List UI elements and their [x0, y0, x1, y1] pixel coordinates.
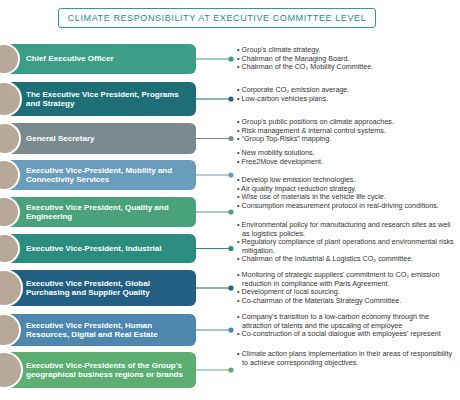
role-title: Executive Vice-Presidents of the Group's… [26, 361, 190, 380]
role-title: Chief Executive Officer [26, 54, 114, 63]
responsibility-item: • Company's transition to a low-carbon e… [237, 313, 459, 330]
role-title: Executive Vice President, Global Purchas… [26, 279, 190, 298]
responsibility-item: • Regulatory compliance of plant operati… [237, 238, 459, 255]
role-band: Executive Vice-President, Mobility and C… [0, 160, 196, 190]
leader-line [196, 98, 231, 99]
leader-dot [228, 327, 233, 332]
responsibility-item: • Monitoring of strategic suppliers' com… [237, 271, 459, 288]
responsibility-list: • Group's public positions on climate ap… [237, 118, 459, 144]
leader-line [196, 58, 231, 59]
leader-dot [228, 367, 233, 372]
responsibility-item: • Air quality impact reduction strategy. [237, 185, 459, 194]
leader-line [196, 211, 231, 212]
responsibility-item: • Chairman of the Industrial & Logistics… [237, 255, 459, 264]
leader-line [196, 329, 231, 330]
responsibility-list: • Group's climate strategy.• Chairman of… [237, 46, 459, 72]
responsibility-item: • “Group Top-Risks” mapping. [237, 135, 459, 144]
role-title: Executive Vice-President, Industrial [26, 244, 161, 253]
responsibility-list: • Company's transition to a low-carbon e… [237, 313, 459, 339]
responsibility-item: • Group's public positions on climate ap… [237, 118, 459, 127]
role-text-wrap: Executive Vice-Presidents of the Group's… [26, 361, 190, 380]
role-text-wrap: Executive Vice-President, Industrial [26, 244, 161, 253]
responsibility-list: • Corporate CO₂ emission average.• Low-c… [237, 86, 459, 103]
role-text-wrap: The Executive Vice President, Programs a… [26, 90, 190, 109]
responsibility-item: • Consumption measurement protocol in re… [237, 202, 459, 211]
leader-dot [228, 209, 233, 214]
responsibility-item: • Environmental policy for manufacturing… [237, 221, 459, 238]
role-band: Executive Vice-Presidents of the Group's… [0, 352, 196, 388]
leader-dot [228, 172, 233, 177]
leader-line [196, 369, 231, 370]
responsibility-item: • Low-carbon vehicles plans. [237, 95, 459, 104]
leader-dot [228, 96, 233, 101]
diagram-title: CLIMATE RESPONSIBILITY AT EXECUTIVE COMM… [58, 8, 376, 28]
responsibility-list: • Climate action plans implementation in… [237, 350, 459, 367]
responsibility-item: • Wise use of materials in the vehicle l… [237, 193, 459, 202]
role-title: Executive Vice President, Human Resource… [26, 321, 190, 340]
role-title: Executive Vice-President, Mobility and C… [26, 166, 190, 185]
leader-line [196, 248, 231, 249]
role-band: Executive Vice President, Global Purchas… [0, 270, 196, 306]
responsibility-item: • Free2Move development. [237, 158, 459, 167]
role-band: General Secretary [0, 123, 196, 154]
role-text-wrap: Chief Executive Officer [26, 54, 114, 63]
responsibility-item: • Corporate CO₂ emission average. [237, 86, 459, 95]
leader-line [196, 174, 231, 175]
role-title: The Executive Vice President, Programs a… [26, 90, 190, 109]
responsibility-list: • Environmental policy for manufacturing… [237, 221, 459, 264]
role-text-wrap: Executive Vice President, Quality and En… [26, 203, 190, 222]
role-text-wrap: General Secretary [26, 134, 95, 143]
role-band: The Executive Vice President, Programs a… [0, 82, 196, 116]
responsibility-item: • Risk management & internal control sys… [237, 127, 459, 136]
leader-dot [228, 285, 233, 290]
responsibility-item: • Climate action plans implementation in… [237, 350, 459, 367]
responsibility-item: • Chairman of the Managing Board. [237, 55, 459, 64]
leader-dot [228, 136, 233, 141]
leader-line [196, 138, 231, 139]
responsibility-list: • New mobility solutions.• Free2Move dev… [237, 149, 459, 166]
responsibility-item: • Development of local sourcing. [237, 288, 459, 297]
responsibility-item: • Co-construction of a social dialogue w… [237, 330, 459, 339]
leader-dot [228, 246, 233, 251]
responsibility-item: • New mobility solutions. [237, 149, 459, 158]
responsibility-item: • Group's climate strategy. [237, 46, 459, 55]
role-band: Chief Executive Officer [0, 44, 196, 74]
role-title: General Secretary [26, 134, 95, 143]
role-text-wrap: Executive Vice President, Human Resource… [26, 321, 190, 340]
responsibility-item: • Chairman of the CO₂ Mobility Committee… [237, 63, 459, 72]
leader-dot [228, 56, 233, 61]
role-band: Executive Vice-President, Industrial [0, 234, 196, 263]
leader-line [196, 287, 231, 288]
role-text-wrap: Executive Vice-President, Mobility and C… [26, 166, 190, 185]
role-title: Executive Vice President, Quality and En… [26, 203, 190, 222]
responsibility-item: • Co-chairman of the Materials Strategy … [237, 297, 459, 306]
role-text-wrap: Executive Vice President, Global Purchas… [26, 279, 190, 298]
responsibility-item: • Develop low emission technologies. [237, 176, 459, 185]
role-band: Executive Vice President, Human Resource… [0, 314, 196, 346]
role-band: Executive Vice President, Quality and En… [0, 197, 196, 227]
responsibility-list: • Develop low emission technologies.• Ai… [237, 176, 459, 210]
responsibility-list: • Monitoring of strategic suppliers' com… [237, 271, 459, 305]
